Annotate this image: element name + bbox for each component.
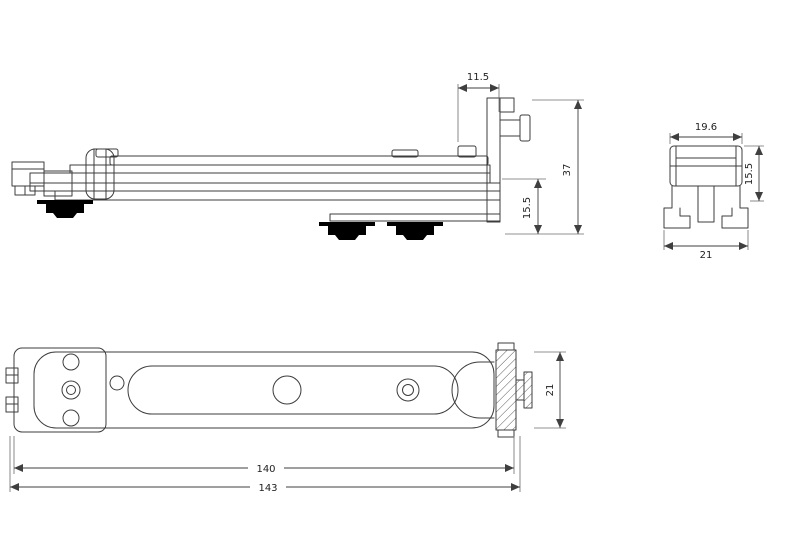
mount-clip <box>319 221 375 240</box>
dim-label-top-width: 19.6 <box>695 122 717 133</box>
side-view-part <box>11 97 531 240</box>
dim-label-base-width: 21 <box>700 250 713 261</box>
dimension-140: 140 <box>13 436 515 475</box>
hatched-track-section <box>495 349 517 431</box>
mount-clip <box>387 221 443 240</box>
dimension-15-5-side: 15.5 <box>502 178 546 234</box>
dimension-19-6: 19.6 <box>669 122 743 144</box>
dimension-143: 143 <box>9 436 521 494</box>
side-view: 11.5 37 15.5 <box>11 72 584 240</box>
dimension-21-end: 21 <box>663 230 749 261</box>
dim-label-top-offset: 11.5 <box>467 72 489 83</box>
dim-label-total-height: 37 <box>562 164 573 177</box>
dimension-11-5: 11.5 <box>457 72 500 142</box>
dim-label-lower-height: 15.5 <box>522 197 533 219</box>
end-view-part <box>663 145 749 229</box>
plan-view-part <box>5 342 533 438</box>
dim-label-end-height: 15.5 <box>744 163 755 185</box>
plan-view: 21 140 143 <box>5 342 566 494</box>
dim-label-overall-length: 143 <box>258 483 277 494</box>
dimension-15-5-end: 15.5 <box>744 145 764 202</box>
screw-hole <box>109 375 125 391</box>
dim-label-plan-height: 21 <box>545 384 556 397</box>
mount-clip <box>37 199 93 218</box>
dimension-21-plan: 21 <box>534 351 566 429</box>
large-hole <box>272 375 302 405</box>
end-view: 19.6 15.5 21 <box>663 122 764 261</box>
dim-label-hole-span: 140 <box>256 464 275 475</box>
dimension-37: 37 <box>505 99 584 235</box>
